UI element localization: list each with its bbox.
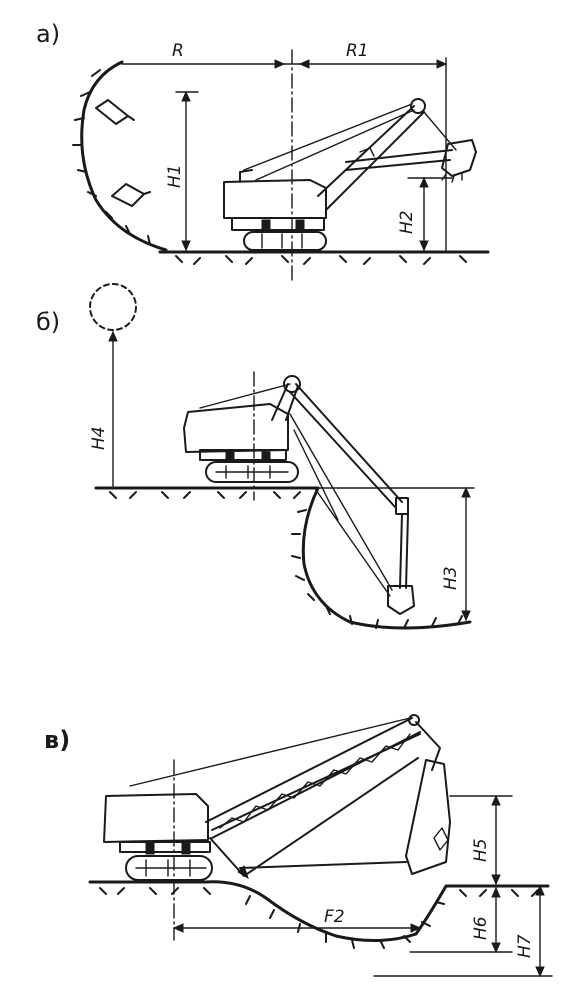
cut-face-a — [80, 60, 168, 252]
track-rollers-c — [135, 859, 207, 877]
label-h1: H1 — [165, 164, 185, 188]
bucket-c — [405, 759, 451, 875]
tracks-c — [125, 855, 213, 881]
tracks-b — [205, 461, 299, 483]
boom-tip-c — [408, 714, 420, 726]
soil-hatch-b — [109, 491, 463, 629]
label-h6: H6 — [471, 916, 491, 940]
bucket-b — [387, 585, 415, 615]
stick-a — [345, 149, 453, 171]
hoist-rope-a — [243, 103, 415, 181]
dashed-circle — [89, 283, 137, 331]
panel-b-label: б) — [36, 308, 60, 336]
nozzle-upper — [95, 99, 135, 125]
drag-ropes-c — [209, 733, 421, 877]
tracks-a — [243, 231, 327, 251]
label-f2: F2 — [324, 907, 345, 927]
turntable-a — [231, 217, 325, 231]
cab-a — [239, 169, 253, 183]
boom-sheave-a — [410, 98, 426, 114]
arrows-h3 — [461, 486, 471, 622]
label-r: R — [172, 41, 184, 61]
stick-pivot-b — [395, 497, 409, 515]
ground-b — [94, 486, 472, 630]
track-mount-a1 — [261, 219, 271, 231]
ground-c — [88, 880, 550, 942]
turntable-b — [199, 449, 287, 461]
track-mount-b1 — [225, 451, 235, 463]
fairlead-c — [237, 865, 249, 880]
panel-c: в) H5 — [44, 714, 553, 978]
excavator-body-b — [183, 403, 289, 453]
arrows-h1 — [181, 90, 191, 252]
pendant-b — [199, 383, 291, 409]
hoist-ropes-b — [289, 413, 393, 597]
track-rollers-a — [261, 233, 303, 249]
panel-c-label: в) — [44, 726, 70, 754]
track-mount-c1 — [145, 841, 155, 855]
arrows-r — [274, 59, 448, 69]
panel-a-label: а) — [36, 20, 60, 48]
label-h5: H5 — [471, 838, 491, 862]
label-h3: H3 — [441, 566, 461, 590]
stick-b — [289, 383, 403, 509]
nozzle-lower — [111, 183, 151, 207]
label-h7: H7 — [515, 934, 535, 958]
track-rollers-b — [215, 465, 289, 479]
label-h2: H2 — [397, 210, 417, 234]
bucket-teeth-a — [441, 173, 463, 183]
track-mount-a2 — [295, 219, 305, 231]
track-mount-c2 — [181, 841, 191, 855]
arrows-f2 — [172, 923, 422, 933]
arrows-h7 — [535, 884, 545, 978]
soil-hatch-c — [99, 887, 539, 949]
excavator-body-a — [223, 179, 327, 219]
arrows-h6 — [491, 886, 501, 954]
bucket-detail-c — [433, 827, 449, 851]
arrows-h5 — [491, 794, 501, 886]
boom-sheave-b — [283, 375, 301, 393]
saddle-a — [359, 147, 375, 157]
turntable-c — [119, 841, 211, 853]
label-r1: R1 — [346, 41, 369, 61]
dipper-arm-b — [399, 513, 403, 589]
arrows-h2 — [419, 176, 429, 252]
pendant-c — [129, 717, 411, 787]
soil-hatch-a — [72, 69, 467, 265]
dipper-arm-b2 — [405, 513, 409, 589]
arrow-h4 — [108, 330, 118, 342]
bucket-a — [441, 139, 477, 177]
label-h4: H4 — [89, 426, 109, 450]
panel-b: б) H4 — [36, 283, 475, 630]
track-mount-b2 — [261, 451, 271, 463]
panel-a: а) R R1 H1 — [36, 20, 490, 285]
boom-a — [317, 105, 425, 211]
excavator-body-c — [103, 793, 209, 843]
